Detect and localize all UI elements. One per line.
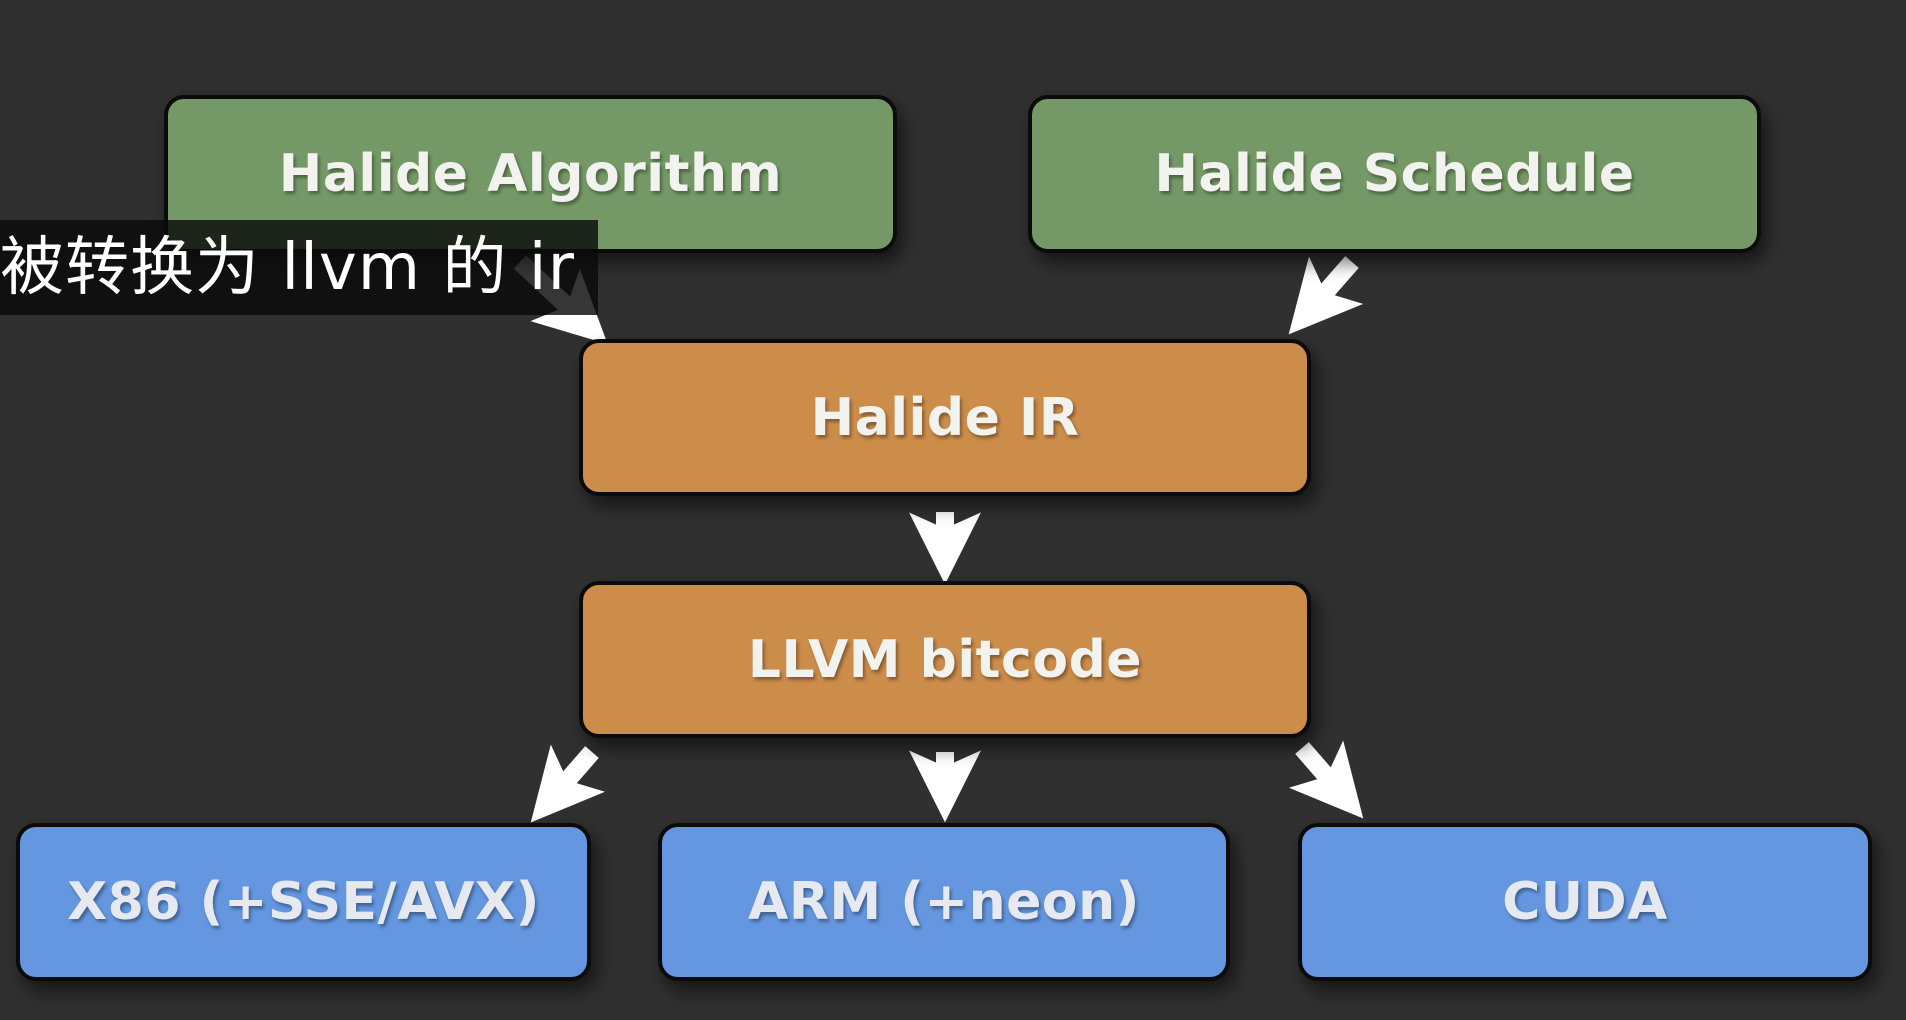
node-label: Halide Algorithm	[278, 144, 783, 204]
subtitle-text: 被转换为 llvm 的 ir	[0, 230, 575, 305]
node-x86: X86 (+SSE/AVX)	[16, 823, 591, 981]
node-halide-schedule: Halide Schedule	[1028, 95, 1761, 253]
node-label: Halide Schedule	[1154, 144, 1635, 204]
arrow-llvm-to-x86	[530, 744, 606, 823]
node-arm: ARM (+neon)	[658, 823, 1230, 981]
node-label: Halide IR	[810, 387, 1080, 448]
arrow-schedule-to-ir	[1288, 256, 1364, 335]
node-label: ARM (+neon)	[748, 872, 1140, 932]
video-subtitle: 被转换为 llvm 的 ir	[0, 220, 598, 315]
node-label: CUDA	[1502, 872, 1668, 932]
node-llvm-bitcode: LLVM bitcode	[579, 581, 1311, 738]
node-cuda: CUDA	[1298, 823, 1872, 981]
node-halide-ir: Halide IR	[579, 339, 1311, 496]
node-label: LLVM bitcode	[747, 629, 1143, 690]
node-label: X86 (+SSE/AVX)	[67, 872, 540, 932]
arrow-llvm-to-cuda	[1288, 740, 1364, 819]
